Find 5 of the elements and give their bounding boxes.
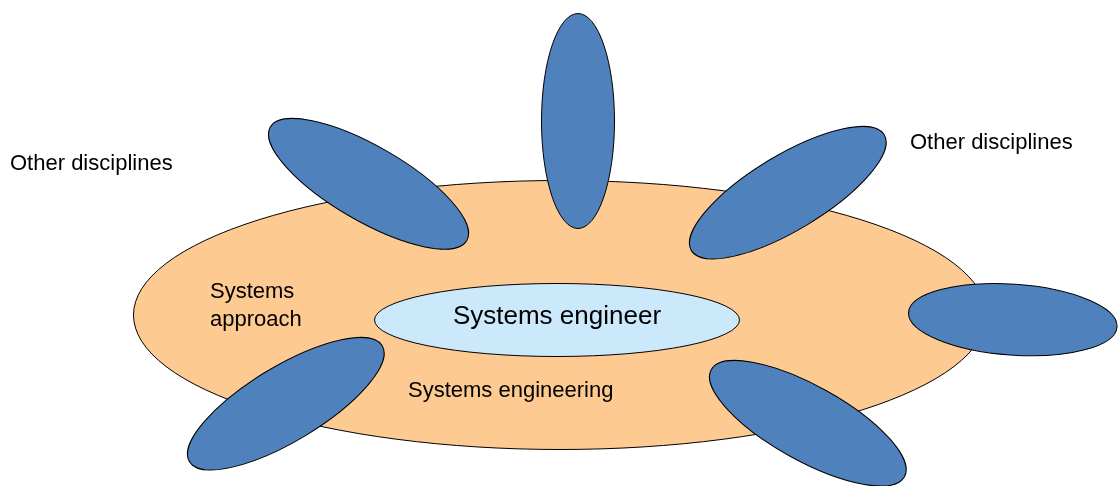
ellipse-label: Systems engineer — [451, 299, 663, 332]
ellipse-label: Systems engineering — [408, 376, 615, 404]
group-label: Other disciplines — [910, 128, 1073, 156]
group-label: Other disciplines — [10, 149, 173, 177]
ellipse-label: Systems approach — [210, 277, 303, 332]
